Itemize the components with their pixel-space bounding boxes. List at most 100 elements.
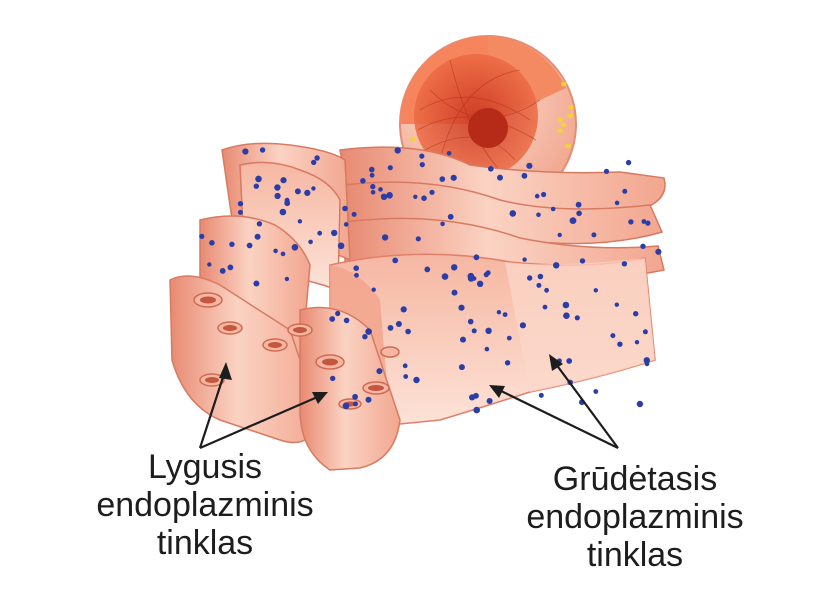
ribosome-dot (526, 162, 533, 169)
ribosome-dot (353, 401, 358, 407)
arrowhead-rough-1 (489, 385, 505, 398)
ribosome-dot (550, 206, 556, 212)
ribosome-dot (544, 287, 549, 293)
ribosome-dot (502, 312, 508, 317)
ribosome-dot (353, 265, 360, 272)
ribosome-dot (617, 341, 623, 347)
ribosome-dot (563, 312, 570, 320)
ribosome-dot (642, 329, 648, 335)
ribosome-dot (591, 232, 597, 238)
ribosome-dot (308, 239, 313, 245)
ribosome-dot (640, 243, 646, 249)
ribosome-dot (329, 316, 336, 322)
ribosome-dot (419, 153, 425, 159)
ribosome-dot (527, 275, 533, 281)
ribosome-dot (294, 188, 301, 195)
ribosome-dot (447, 213, 454, 220)
ribosome-dot (381, 234, 389, 241)
ribosome-dot (421, 195, 427, 201)
ribosome-dot (378, 187, 383, 192)
ribosome-dot (458, 364, 465, 371)
ribosome-dot (280, 251, 286, 257)
ribosome-dot (365, 328, 372, 335)
ribosome-dot (199, 233, 205, 239)
ribosome-dot (395, 321, 402, 327)
ribosome-dot (534, 193, 540, 199)
ribosome-dot (429, 189, 435, 195)
ribosome-dot (622, 188, 628, 194)
ribosome-dot (415, 236, 421, 242)
ribosome-dot (237, 209, 243, 215)
ribosome-dot (343, 317, 350, 324)
ribosome-dot (473, 406, 481, 414)
label-rough-er-line-3: tinklas (586, 536, 684, 574)
arrow-rough-1 (494, 387, 619, 449)
ribosome-dot (574, 315, 580, 321)
ribosome-dot (644, 361, 650, 367)
ribosome-dot (400, 306, 407, 313)
ribosome-dot (380, 193, 388, 200)
ribosome-dot (460, 336, 466, 343)
ribosome-dot (522, 257, 527, 262)
ribosome-dot (636, 400, 644, 408)
ribosome-dot (369, 172, 375, 178)
ribosome-dot (488, 166, 494, 172)
arrowhead-rough-2 (549, 354, 563, 371)
ribosome-dot (402, 363, 408, 369)
ribosome-dot (536, 212, 541, 218)
pointer-arrows (198, 354, 619, 450)
ribosome-dot (280, 177, 287, 184)
ribosome-dot (331, 229, 338, 237)
ribosome-dot (441, 273, 449, 280)
ribosome-dot (497, 174, 503, 181)
ribosome-dot (284, 200, 291, 207)
ribosome-dot (557, 232, 562, 238)
ribosome-dot (440, 221, 445, 227)
ribosome-dot (370, 183, 376, 190)
ribosome-dot (593, 389, 599, 394)
ribosome-dot (469, 394, 476, 401)
ribosome-dot (337, 242, 345, 250)
ribosome-dot (242, 148, 249, 155)
ribosome-dot (504, 360, 511, 366)
nuclear-pore (568, 105, 574, 110)
label-rough-er-line-1: Grūdėtasis (552, 460, 718, 498)
ribosome-dot (542, 304, 548, 310)
ribosome-dot (279, 208, 287, 216)
ribosome-dot (227, 264, 234, 271)
ribosome-dot (496, 310, 502, 315)
ribosome-dot (229, 241, 235, 247)
nuclear-pore (410, 136, 416, 141)
ribosome-dot (387, 165, 393, 171)
ribosome-dot (541, 191, 547, 198)
label-rough-er-line-2: endoplazminis (526, 498, 744, 536)
ribosome-dot (207, 262, 212, 267)
ribosome-dot (362, 334, 368, 340)
ribosome-dot (484, 346, 490, 352)
ribosome-dot (237, 201, 244, 207)
endoplasmic-reticulum-illustration (169, 142, 666, 471)
ribosome-dot (304, 189, 311, 196)
ribosome-dot (253, 280, 260, 287)
ribosome-dot (569, 217, 577, 225)
ribosome-dot (394, 147, 401, 154)
ribosome-dot (467, 272, 475, 280)
ribosome-dot (451, 264, 458, 271)
nuclear-pore (567, 114, 573, 118)
ribosome-dot (645, 220, 651, 226)
ribosome-dot (641, 219, 647, 224)
ribosome-dot (256, 221, 263, 227)
ribosome-dot (342, 205, 348, 212)
ribosome-dot (274, 192, 281, 200)
ribosome-dot (628, 219, 634, 225)
ribosome-dot (219, 268, 226, 274)
ribosome-dot (274, 184, 281, 191)
ribosome-dot (553, 262, 560, 269)
ribosome-dot (634, 340, 640, 345)
arrow-rough-2 (552, 359, 619, 449)
ribosome-dot (509, 210, 517, 217)
arrow-smooth-1 (198, 367, 228, 449)
ribosome-dots (199, 147, 662, 414)
ribosome-dot (335, 310, 341, 317)
ribosome-dot (603, 168, 610, 174)
